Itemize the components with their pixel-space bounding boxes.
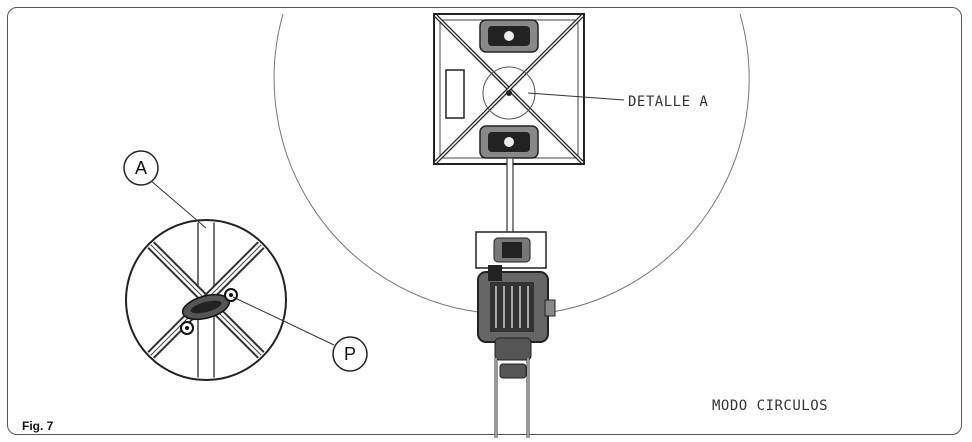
detail-a-circle	[482, 66, 536, 120]
mode-label: MODO CIRCULOS	[712, 398, 828, 414]
callout-a-leader	[149, 179, 207, 229]
handle-bars	[494, 358, 530, 438]
callout-a-circle	[123, 150, 159, 186]
callout-p-label: P	[344, 344, 356, 364]
square-plate	[433, 13, 585, 165]
connecting-rod	[506, 157, 514, 237]
figure-label: Fig. 7	[22, 419, 54, 433]
callout-p-circle	[332, 336, 368, 372]
circle-path-arc	[273, 13, 750, 313]
detail-leader-line	[527, 92, 625, 101]
callout-p-leader	[232, 296, 335, 346]
detail-a-label: DETALLE A	[628, 94, 708, 110]
hitch-block	[475, 231, 547, 269]
mower-body	[477, 265, 556, 361]
detail-a-enlarged	[125, 219, 287, 381]
bottom-wheel	[479, 125, 539, 159]
callout-a-label: A	[135, 158, 147, 178]
top-wheel	[479, 19, 539, 53]
